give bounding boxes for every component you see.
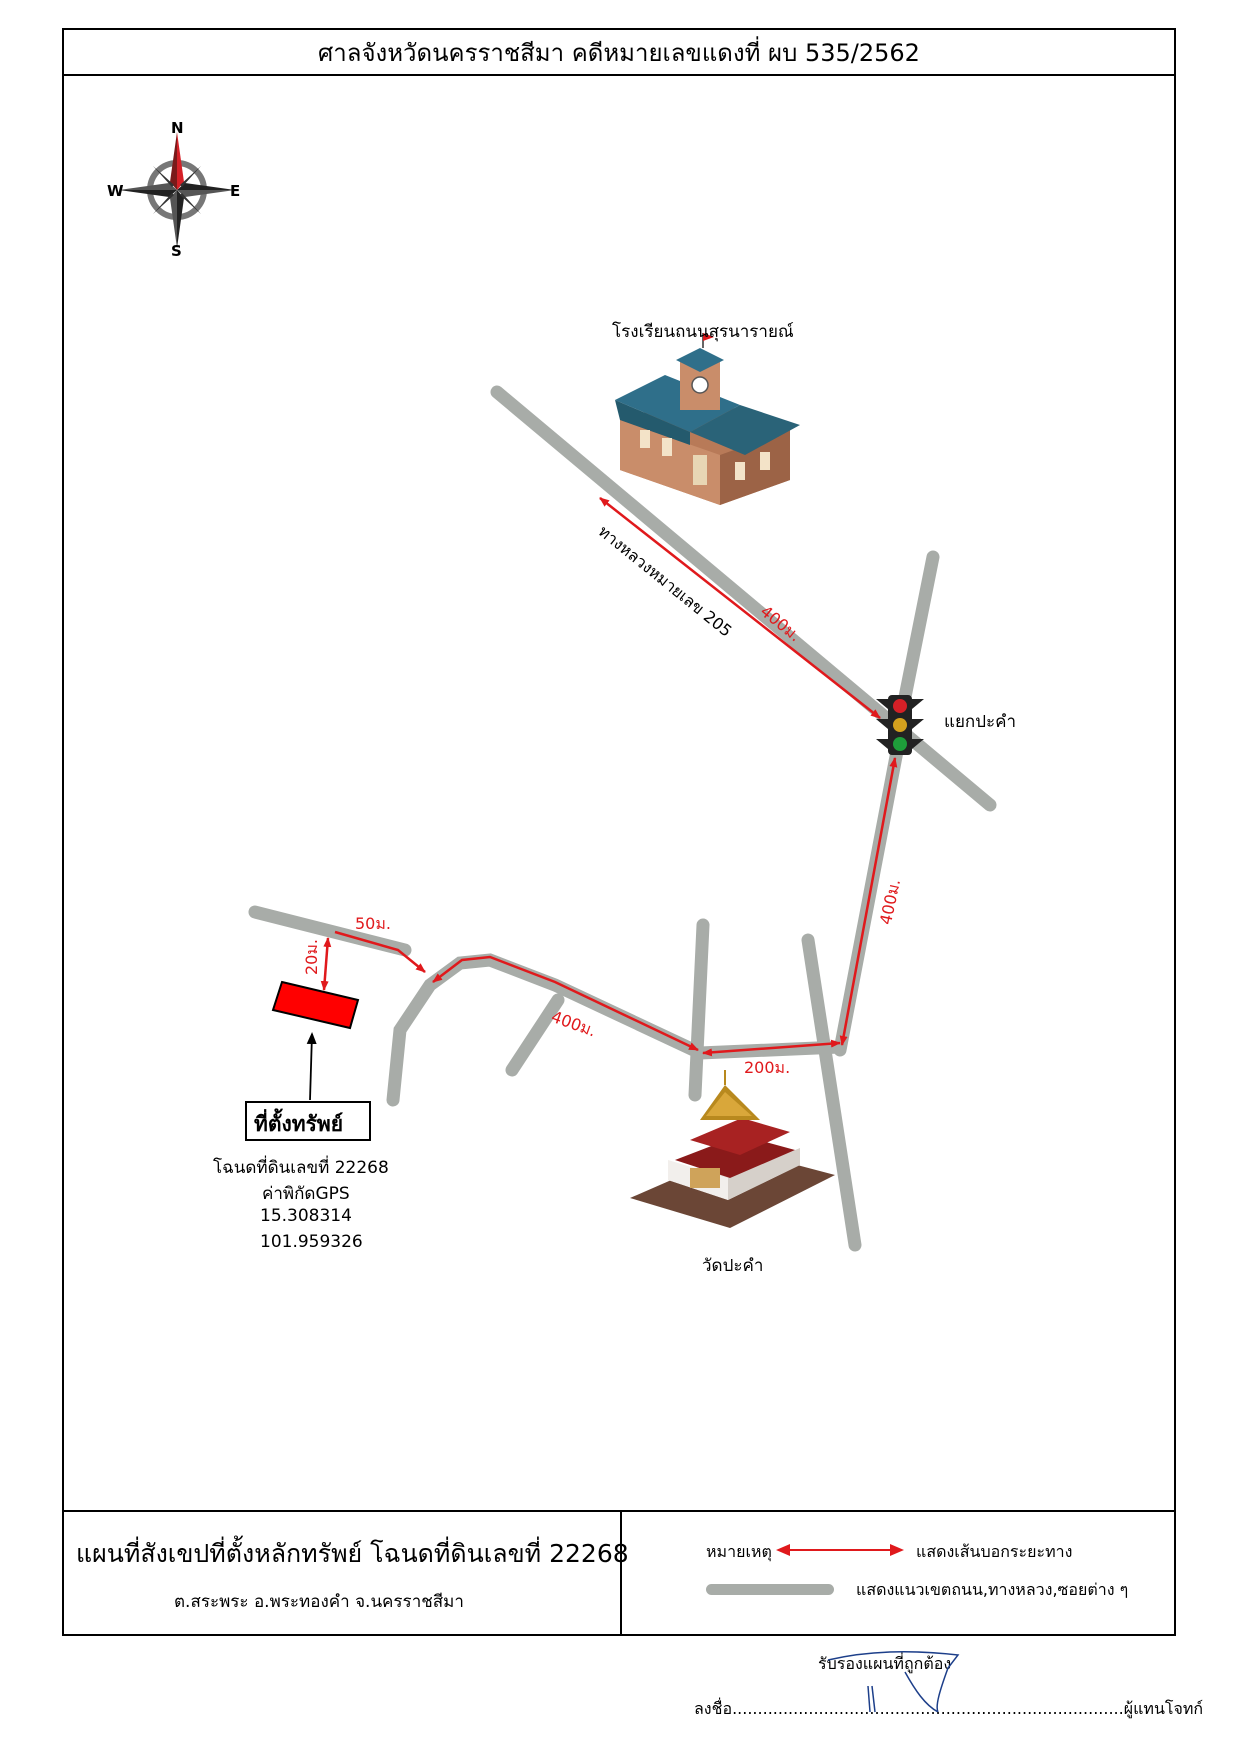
- distance-arrows: [320, 497, 898, 1057]
- compass-south-label: S: [171, 242, 182, 260]
- center-vertical-road: [688, 918, 710, 1102]
- school-building-icon: [615, 333, 800, 505]
- property-lat: 15.308314: [260, 1206, 352, 1226]
- arrow-intersection-to-road: [839, 757, 898, 1046]
- distance-label-50m: 50ม.: [355, 914, 391, 933]
- north-road: [893, 550, 940, 729]
- footer-title: แผนที่สังเขปที่ตั้งหลักทรัพย์ โฉนดที่ดิน…: [76, 1539, 629, 1568]
- property-label: ที่ตั้งทรัพย์: [254, 1112, 344, 1136]
- east-vertical-road: [801, 933, 862, 1252]
- distance-label-20m: 20ม.: [302, 939, 321, 975]
- certify-text: รับรองแผนที่ถูกต้อง: [818, 1654, 952, 1673]
- legend-road-text: แสดงแนวเขตถนน,ทางหลวง,ซอยต่าง ๆ: [856, 1580, 1129, 1599]
- map-header: ศาลจังหวัดนครราชสีมา คดีหมายเลขแดงที่ ผบ…: [64, 30, 1174, 76]
- compass-east-label: E: [230, 182, 241, 200]
- arrow-50m: [334, 930, 426, 973]
- legend-arrow-icon: [776, 1544, 904, 1556]
- compass-rose-icon: [119, 132, 235, 248]
- arrow-school-to-intersection: [599, 497, 881, 719]
- property-marker: [271, 980, 360, 1030]
- legend-road-swatch: [706, 1584, 834, 1595]
- legend-arrow-text: แสดงเส้นบอกระยะทาง: [916, 1542, 1073, 1561]
- arrow-20m: [320, 937, 332, 991]
- side-soi-road: [505, 993, 565, 1077]
- property-lon: 101.959326: [260, 1232, 363, 1252]
- header-title: ศาลจังหวัดนครราชสีมา คดีหมายเลขแดงที่ ผบ…: [318, 38, 920, 67]
- temple-label: วัดปะคำ: [702, 1256, 764, 1276]
- footer-divider: [620, 1512, 622, 1636]
- compass-north-label: N: [171, 119, 184, 137]
- map-frame: ศาลจังหวัดนครราชสีมา คดีหมายเลขแดงที่ ผบ…: [62, 28, 1176, 1636]
- arrow-road-to-temple-junction: [702, 1039, 841, 1057]
- arrow-winding: [432, 955, 699, 1052]
- legend-label: หมายเหตุ: [706, 1542, 772, 1561]
- intersection-label: แยกปะคำ: [944, 712, 1017, 732]
- footer-subtitle: ต.สระพระ อ.พระทองคำ จ.นครราชสีมา: [174, 1592, 464, 1612]
- distance-label-temple: 200ม.: [744, 1058, 791, 1077]
- property-gps-label: ค่าพิกัดGPS: [262, 1184, 350, 1204]
- school-label: โรงเรียนถนนสุรนารายณ์: [612, 322, 794, 342]
- traffic-light-icon: [876, 695, 924, 755]
- property-label-box: [245, 1101, 371, 1141]
- signature-line: ลงชื่อ..................................…: [694, 1699, 1204, 1718]
- compass-west-label: W: [107, 182, 124, 200]
- property-pointer: [306, 1032, 317, 1101]
- temple-icon: [630, 1070, 835, 1228]
- map-footer: แผนที่สังเขปที่ตั้งหลักทรัพย์ โฉนดที่ดิน…: [64, 1510, 1174, 1636]
- property-deed: โฉนดที่ดินเลขที่ 22268: [213, 1158, 389, 1178]
